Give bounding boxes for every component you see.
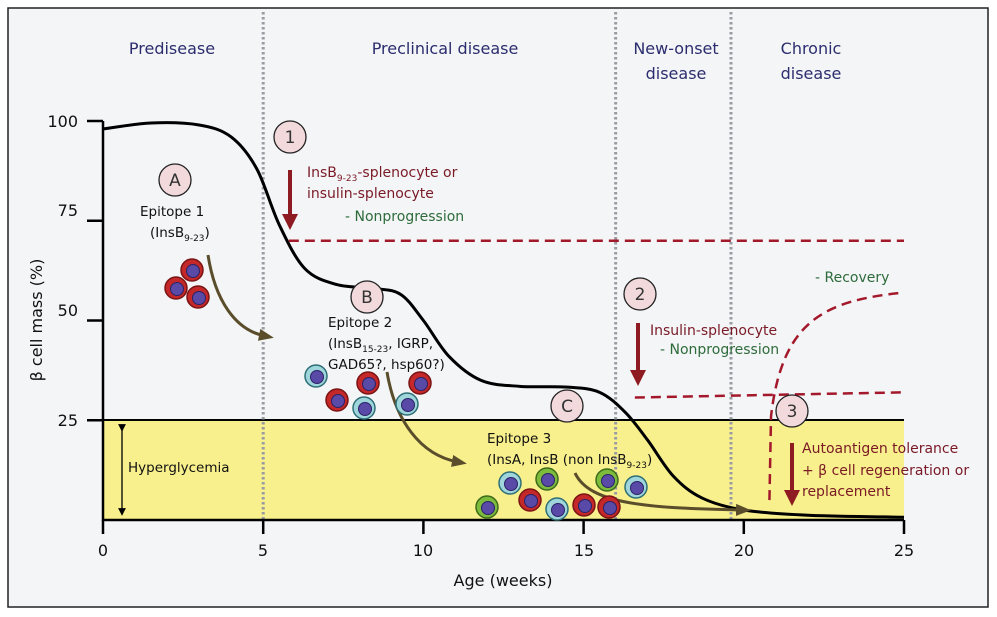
t-cell (595, 468, 619, 492)
t-cell (395, 392, 419, 416)
beta-cell-mass-curve (102, 121, 905, 519)
svg-text:B: B (361, 288, 373, 308)
y-tick-100: 100 (47, 112, 78, 131)
epitope-2-title: Epitope 2 (328, 315, 392, 331)
t-cell (498, 471, 522, 495)
marker-a: A (158, 163, 192, 197)
hyperglycemia-zone (103, 420, 904, 519)
t-cell (545, 497, 569, 521)
intervention-3-line-2: + β cell regeneration or (802, 463, 969, 479)
svg-text:1: 1 (285, 128, 296, 148)
t-cell (304, 364, 328, 388)
phase-new-onset-1: New-onset (633, 39, 718, 58)
t-cell (518, 488, 542, 512)
x-tick-5: 5 (258, 541, 268, 560)
epitope-1-detail: (InsB9-23) (150, 225, 210, 244)
svg-text:C: C (561, 397, 573, 417)
intervention-3-line-1: Autoantigen tolerance (802, 441, 958, 457)
x-tick-25: 25 (894, 541, 914, 560)
t-cell (597, 495, 621, 519)
x-axis-label: Age (weeks) (454, 571, 553, 590)
svg-text:A: A (169, 171, 181, 191)
y-tick-50: 50 (58, 301, 78, 320)
t-cell (408, 371, 432, 395)
intervention-2-line-1: Insulin-splenocyte (650, 323, 777, 339)
svg-text:2: 2 (635, 285, 646, 305)
epitope-3-title: Epitope 3 (487, 431, 551, 447)
intervention-3-recovery-line (768, 291, 905, 501)
epitope-1-title: Epitope 1 (140, 204, 204, 220)
marker-2: 2 (623, 277, 657, 311)
intervention-1-line-2: insulin-splenocyte (307, 186, 434, 202)
epitope-2-detail-2: GAD65?, hsp60?) (328, 357, 445, 373)
x-tick-0: 0 (98, 541, 108, 560)
t-cells (164, 258, 648, 521)
intervention-3-outcome: - Recovery (815, 270, 889, 286)
marker-3: 3 (775, 394, 809, 428)
t-cell (180, 258, 204, 282)
intervention-1-outcome: - Nonprogression (345, 209, 464, 225)
t-cell (352, 396, 376, 420)
y-tick-75: 75 (58, 201, 78, 220)
t-cell (572, 493, 596, 517)
intervention-1-line-1: InsB9-23-splenocyte or (307, 165, 458, 184)
hyperglycemia-label: Hyperglycemia (128, 460, 230, 476)
progression-arrow-a-to-b (206, 254, 274, 341)
t-cell (535, 467, 559, 491)
marker-1: 1 (273, 120, 307, 154)
intervention-3-line-3: replacement (802, 484, 891, 500)
t-cell (186, 285, 210, 309)
intervention-2-nonprogression-line (634, 391, 905, 399)
progression-arrow-b-to-c (385, 371, 467, 467)
phase-predisease: Predisease (129, 39, 215, 58)
progression-arrow-c-to-chronic (573, 472, 751, 516)
intervention-2-outcome: - Nonprogression (660, 342, 779, 358)
epitope-2-detail-1: (InsB15-23, IGRP, (328, 336, 433, 355)
marker-b: B (350, 280, 384, 314)
t-cell (475, 495, 499, 519)
phase-chronic-2: disease (781, 64, 842, 83)
x-tick-15: 15 (574, 541, 594, 560)
x-tick-20: 20 (734, 541, 754, 560)
t-cell (356, 371, 380, 395)
phase-chronic-1: Chronic (781, 39, 842, 58)
epitope-3-detail: (InsA, InsB (non InsB9-23) (487, 452, 652, 471)
t-cell (325, 388, 349, 412)
x-tick-10: 10 (413, 541, 433, 560)
y-axis-label: β cell mass (%) (27, 259, 46, 382)
svg-text:3: 3 (787, 402, 798, 422)
phase-new-onset-2: disease (646, 64, 707, 83)
t-cell (624, 475, 648, 499)
y-tick-25: 25 (58, 411, 78, 430)
phase-preclinical: Preclinical disease (372, 39, 519, 58)
t-cell (164, 276, 188, 300)
marker-c: C (550, 389, 584, 423)
